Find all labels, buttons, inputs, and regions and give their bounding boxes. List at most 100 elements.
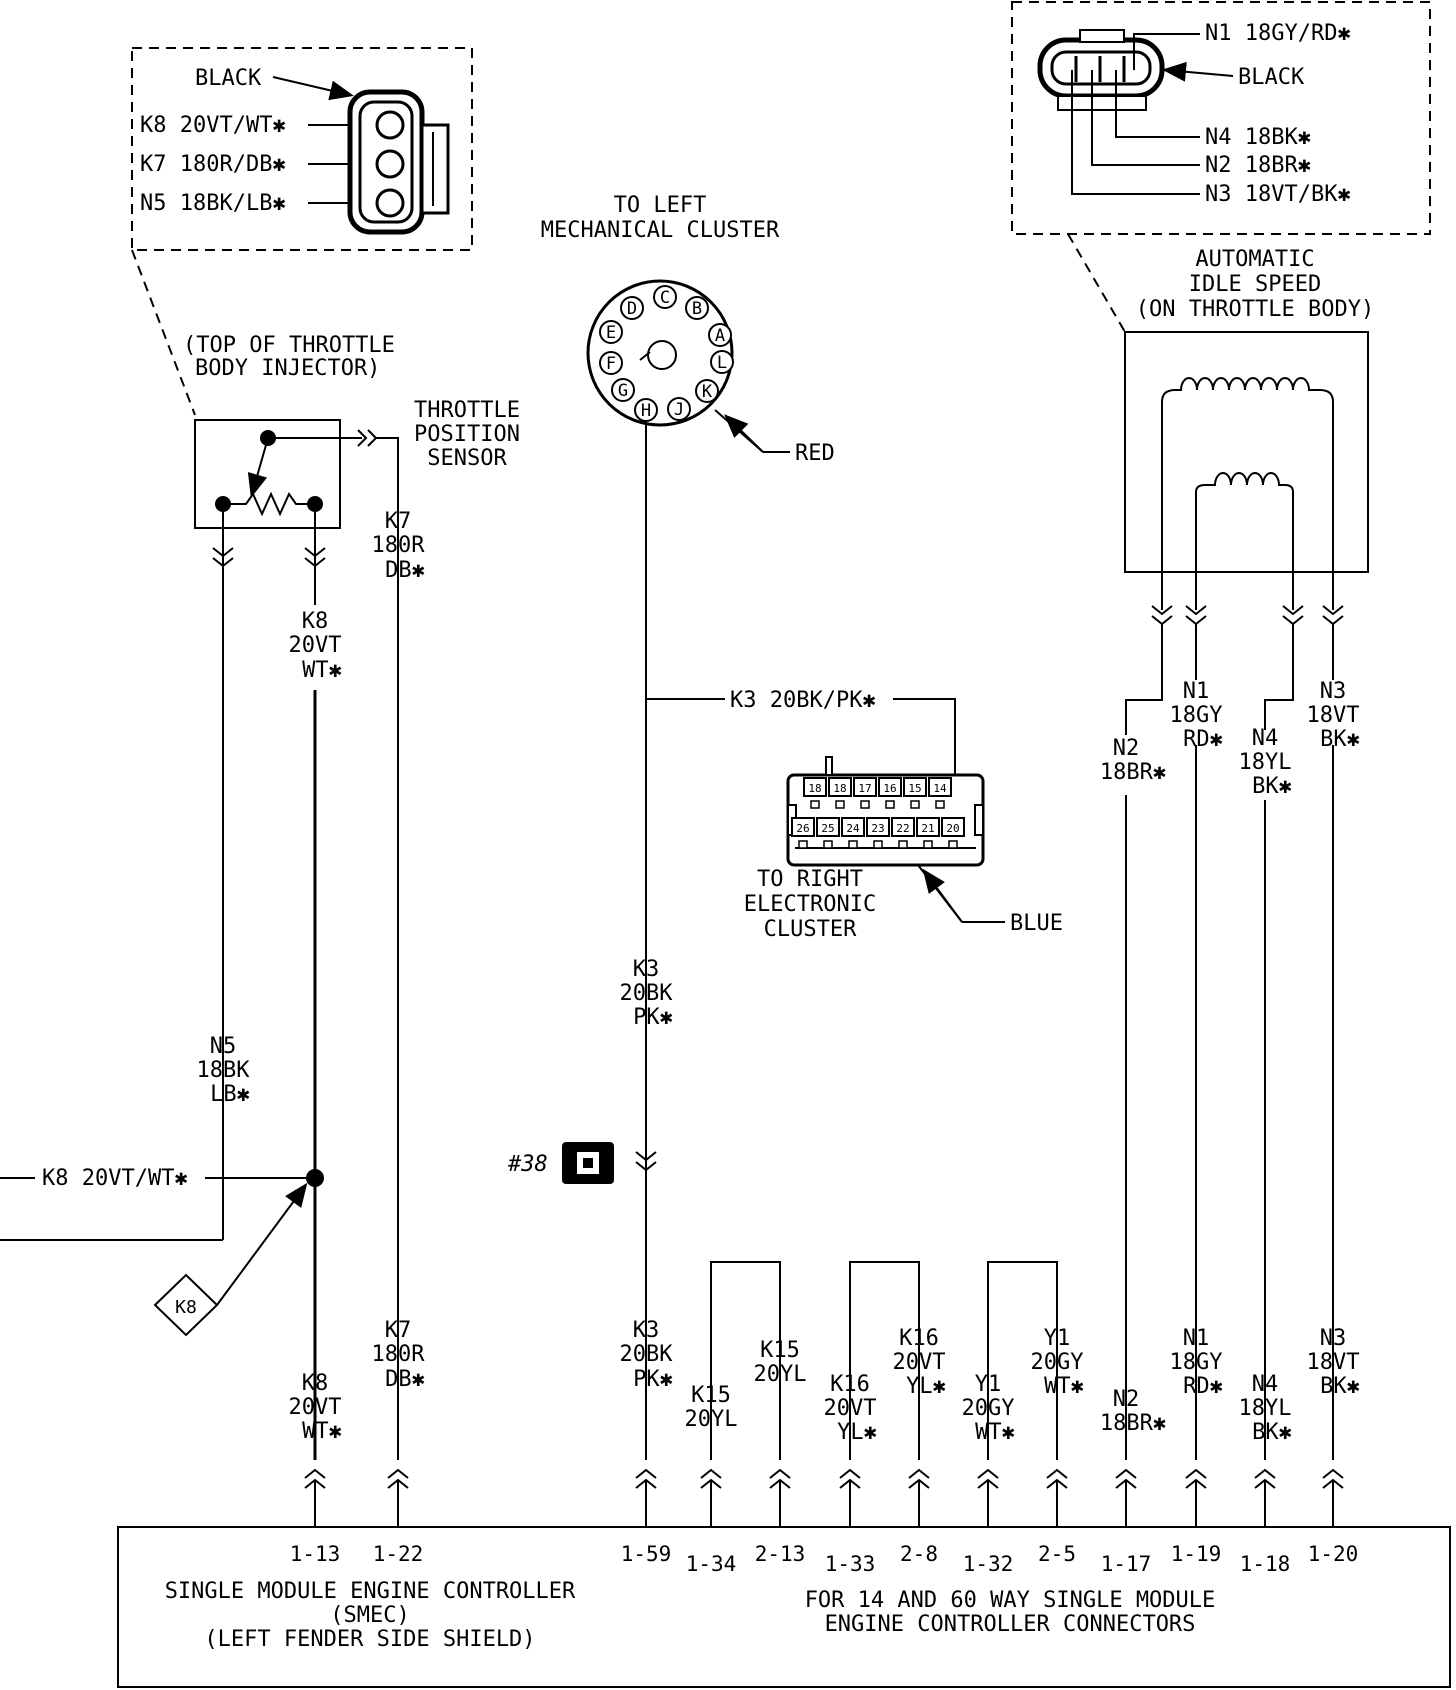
smec-title-3: (LEFT FENDER SIDE SHIELD) xyxy=(204,1627,535,1652)
ais-pin-label-2: N4 18BK✱ xyxy=(1205,125,1311,150)
y1-right-label-3: WT✱ xyxy=(1044,1374,1084,1399)
tps-title-line-2: POSITION xyxy=(414,422,520,447)
ais-pin-label-4: N3 18VT/BK✱ xyxy=(1205,182,1351,207)
n4-lower-label-3: BK✱ xyxy=(1252,1420,1292,1445)
elec-bottom-cavity xyxy=(916,817,940,837)
k16-left-label-1: K16 xyxy=(830,1372,870,1397)
smec-pin-2-5: 2-5 xyxy=(1038,1542,1076,1566)
tps-title-line-1: THROTTLE xyxy=(414,398,520,423)
elec-bottom-cavity xyxy=(816,817,840,837)
n4-upper-label-2: 18YL xyxy=(1239,750,1292,775)
tps-pin-label-1: K8 20VT/WT✱ xyxy=(140,113,286,138)
k8-tag: K8 xyxy=(153,1273,219,1337)
k3-connector xyxy=(635,1151,657,1172)
k8-splice xyxy=(306,1169,324,1187)
ais-pin-leader-4 xyxy=(1071,70,1200,195)
elec-bottom-pin-24: 24 xyxy=(846,822,860,835)
smec-pin-1-32: 1-32 xyxy=(963,1552,1014,1576)
n2-lower-label-1: N2 xyxy=(1113,1387,1140,1412)
k7-lower-label-2: 180R xyxy=(372,1342,426,1367)
k16-right-label-2: 20VT xyxy=(893,1350,946,1375)
y1-right-label-1: Y1 xyxy=(1044,1326,1071,1351)
ais-pin-label-3: N2 18BR✱ xyxy=(1205,153,1311,178)
mech-pin-circle xyxy=(685,296,709,320)
ais-title-1: AUTOMATIC xyxy=(1195,247,1314,272)
k7-upper-label-2: 180R xyxy=(372,533,426,558)
ais-connector-color-label: BLACK xyxy=(1238,65,1305,90)
tps-wiper xyxy=(247,437,269,498)
smec-pin-1-20: 1-20 xyxy=(1308,1542,1359,1566)
k3-mid-label-1: K3 xyxy=(633,957,660,982)
k7-upper-label-3: DB✱ xyxy=(385,558,425,583)
elec-bottom-cavity xyxy=(891,817,915,837)
n4-upper-label-1: N4 xyxy=(1252,726,1279,751)
y1-right-label-2: 20GY xyxy=(1031,1350,1084,1375)
n2-upper-label-1: N2 xyxy=(1113,736,1140,761)
ais-color-arrow xyxy=(1162,61,1234,82)
mech-pin-circle xyxy=(708,323,732,347)
elec-bottom-pin-20: 20 xyxy=(946,822,959,835)
smec-note-2: ENGINE CONTROLLER CONNECTORS xyxy=(825,1612,1196,1637)
n3-lower-label-3: BK✱ xyxy=(1320,1374,1360,1399)
n1-lower-label-3: RD✱ xyxy=(1183,1374,1223,1399)
mech-pin-circle xyxy=(620,296,644,320)
elec-top-cavity xyxy=(828,777,852,797)
smec-connector-marks xyxy=(304,1468,1344,1527)
n4-upper-label-3: BK✱ xyxy=(1252,774,1292,799)
mech-pin-J: J xyxy=(674,400,684,420)
mech-pin-circle xyxy=(599,351,623,375)
smec-pin-1-19: 1-19 xyxy=(1171,1542,1222,1566)
n3-upper-label-3: BK✱ xyxy=(1320,727,1360,752)
elec-cluster-title-1: TO RIGHT xyxy=(757,867,863,892)
ais-connector-inset: N1 18GY/RD✱ BLACK N4 18BK✱ N2 18BR✱ N3 1… xyxy=(1011,1,1431,333)
smec-pin-1-18: 1-18 xyxy=(1240,1552,1291,1576)
k16-left-label-3: YL✱ xyxy=(837,1420,877,1445)
tps-connector-body xyxy=(347,89,450,235)
mech-pin-E: E xyxy=(606,323,616,343)
smec-connector-mark xyxy=(839,1468,861,1527)
n3-upper-label-2: 18VT xyxy=(1307,703,1360,728)
smec-connector-mark xyxy=(908,1468,930,1527)
throttle-location-line-1: (TOP OF THROTTLE xyxy=(183,333,395,358)
k8-lower-label-3: WT✱ xyxy=(302,1419,342,1444)
n3-lower-label-2: 18VT xyxy=(1307,1350,1360,1375)
k3-horizontal-label: K3 20BK/PK✱ xyxy=(730,688,876,713)
k7-upper-label-1: K7 xyxy=(385,509,412,534)
wire-k7 xyxy=(376,437,399,1460)
y1-left-label-2: 20GY xyxy=(962,1396,1015,1421)
n2-upper-label-2: 18BR✱ xyxy=(1100,760,1166,785)
jumper-k16 xyxy=(849,1261,920,1460)
svg-text:K8: K8 xyxy=(175,1297,197,1318)
elec-cluster-title-2: ELECTRONIC xyxy=(744,892,876,917)
smec-connector-mark xyxy=(1115,1468,1137,1527)
jumper-y1 xyxy=(987,1261,1058,1460)
ais-connector-body xyxy=(1037,29,1165,111)
elec-top-pin-18: 18 xyxy=(833,782,846,795)
n5-connector xyxy=(212,547,234,568)
splice-ref: #38 xyxy=(507,1152,548,1177)
k15-right-label-1: K15 xyxy=(760,1338,800,1363)
smec-pin-1-34: 1-34 xyxy=(686,1552,737,1576)
mech-pin-L: L xyxy=(717,353,727,373)
smec-connector-mark xyxy=(1254,1468,1276,1527)
elec-top-pin-14: 14 xyxy=(933,782,947,795)
throttle-position-sensor: (TOP OF THROTTLE BODY INJECTOR) THROTTLE… xyxy=(183,333,520,1460)
k15-left-label-1: K15 xyxy=(691,1383,731,1408)
smec-connector-mark xyxy=(1185,1468,1207,1527)
elec-bottom-cavity xyxy=(941,817,965,837)
k7-lower-label-1: K7 xyxy=(385,1318,412,1343)
jumper-wires xyxy=(710,1261,1058,1460)
tps-pin-label-2: K7 180R/DB✱ xyxy=(140,152,286,177)
tps-housing xyxy=(194,419,341,529)
elec-bottom-cavity xyxy=(866,817,890,837)
mech-pin-C: C xyxy=(660,288,670,308)
k15-left-label-2: 20YL xyxy=(685,1407,738,1432)
mech-cluster-color: RED xyxy=(795,441,835,466)
smec-connector-mark xyxy=(700,1468,722,1527)
k8-connector xyxy=(304,547,326,568)
ais-inset-callout xyxy=(1067,233,1126,333)
elec-top-cavity xyxy=(878,777,902,797)
k7-lower-label-3: DB✱ xyxy=(385,1367,425,1392)
